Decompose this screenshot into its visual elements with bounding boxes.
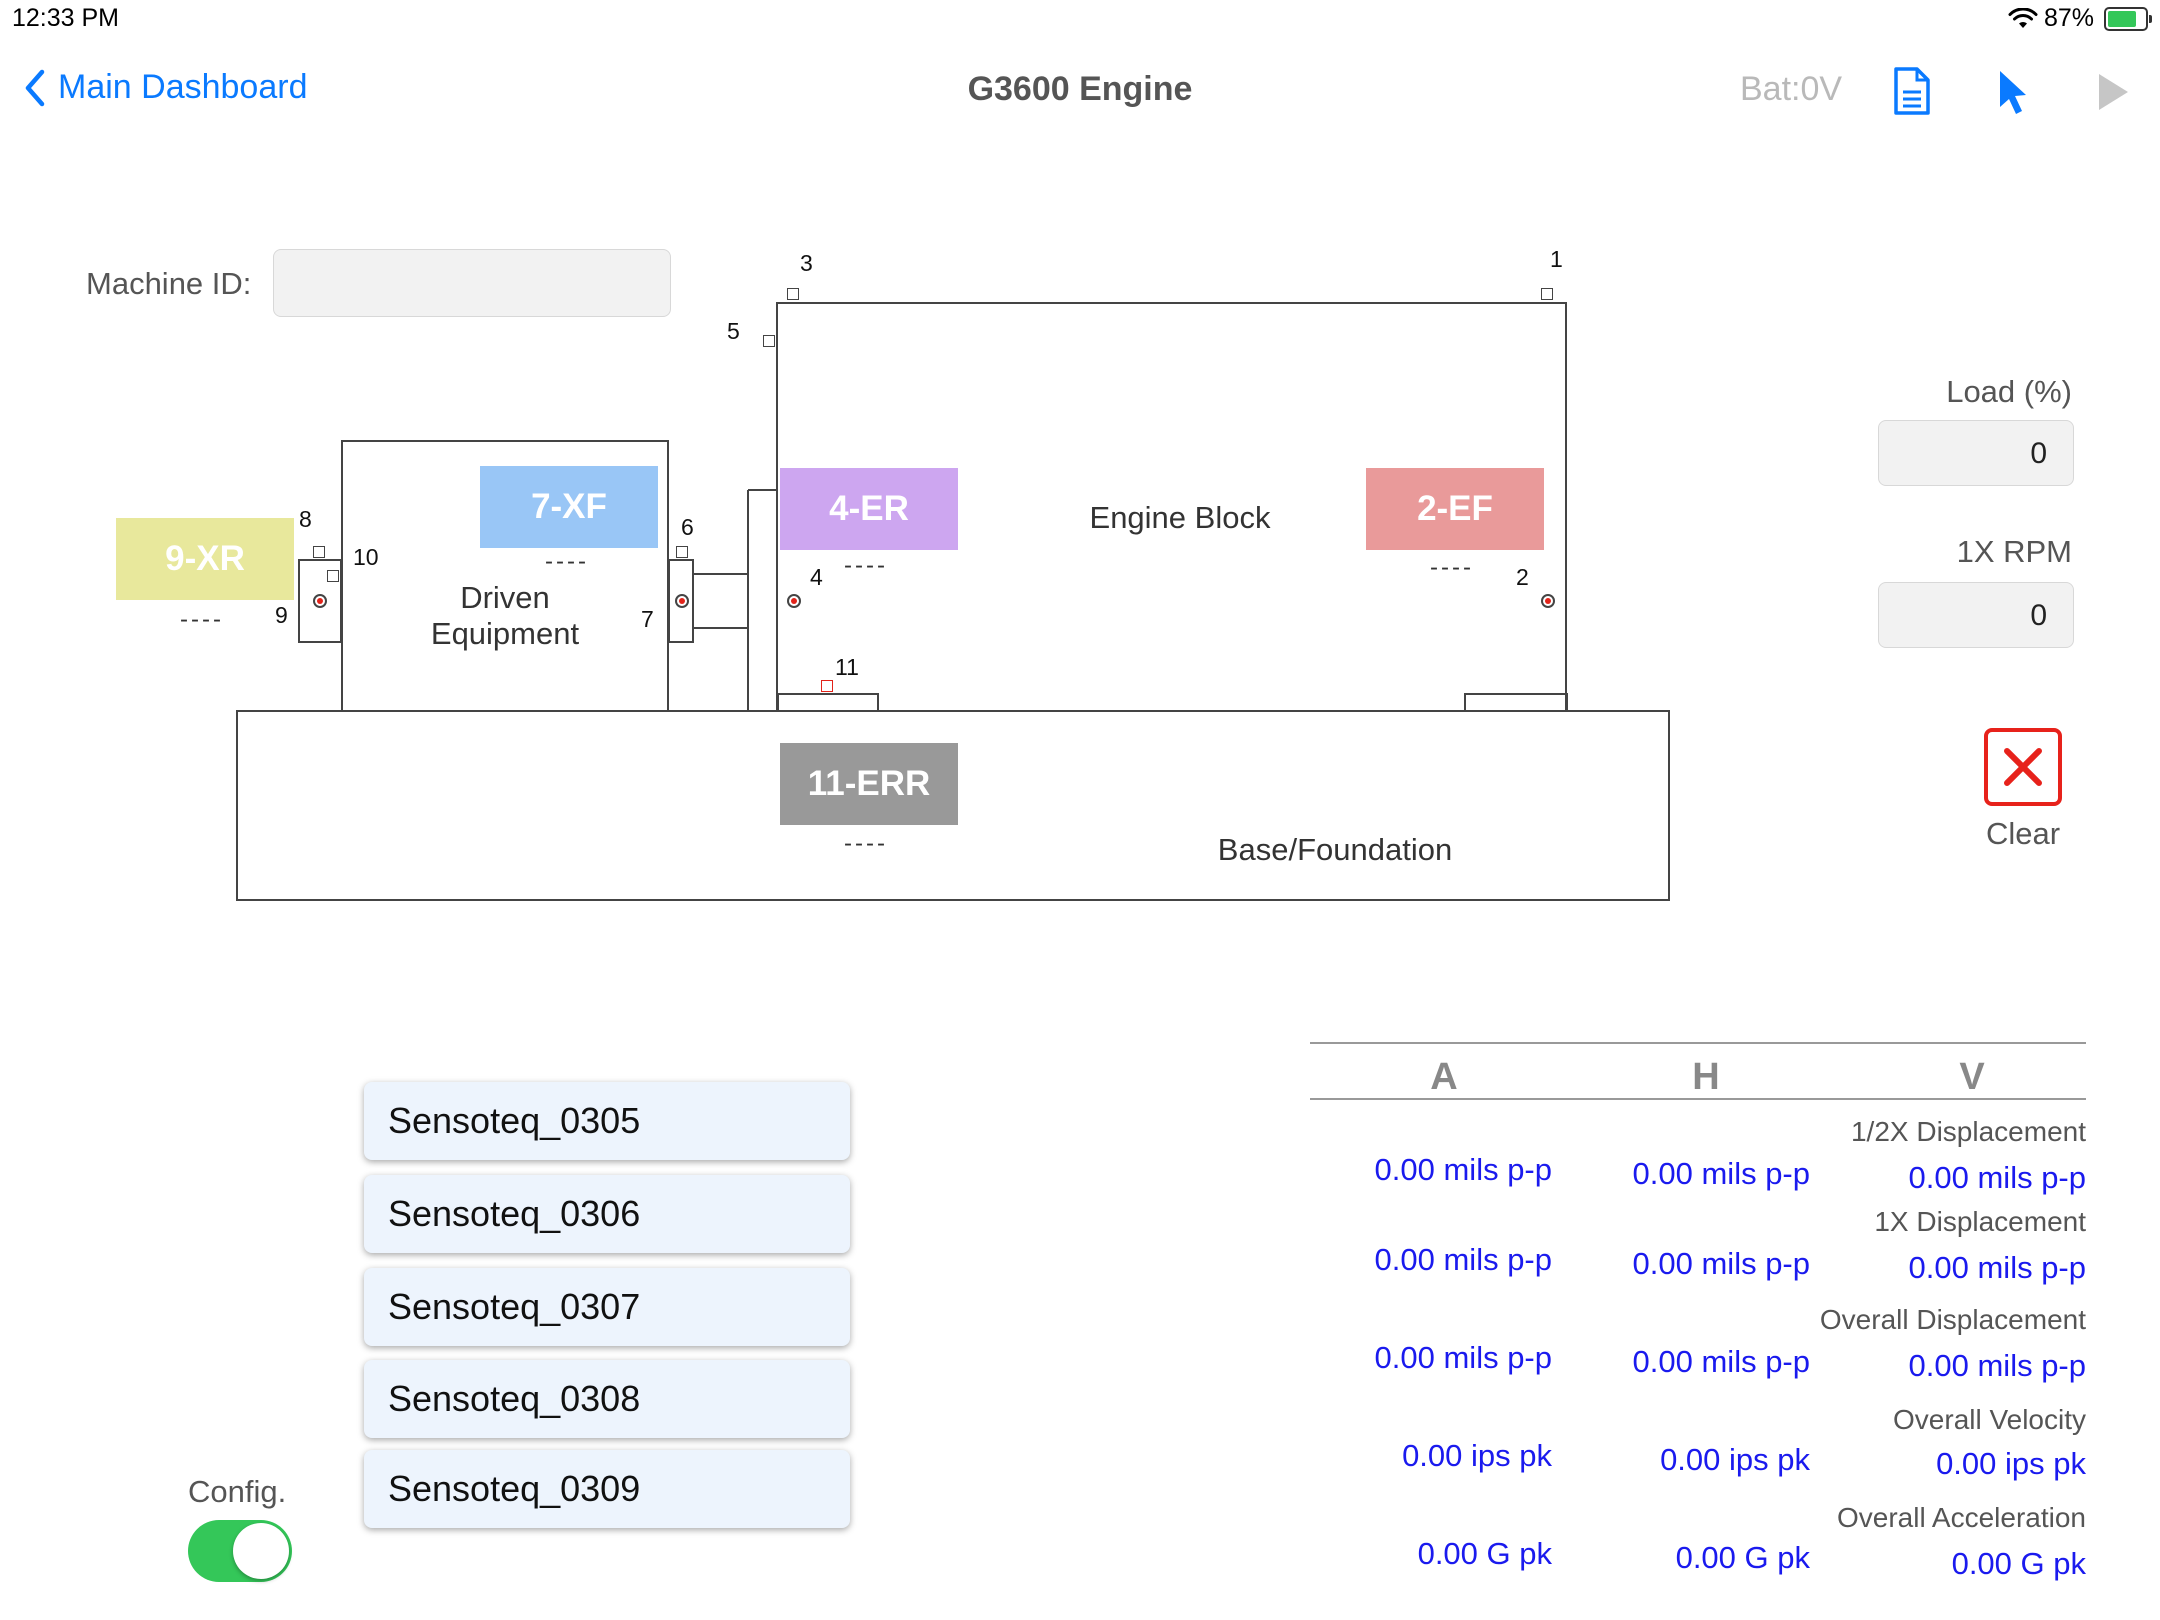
value-h: 0.00 mils p-p bbox=[1632, 1156, 1810, 1191]
battery-voltage: Bat:0V bbox=[1740, 70, 1843, 108]
sensor-button[interactable]: Sensoteq_0306 bbox=[364, 1175, 850, 1253]
status-indicators: 87% bbox=[2008, 4, 2152, 33]
column-header-v: V bbox=[1959, 1056, 1985, 1098]
position-number-9: 9 bbox=[275, 602, 288, 628]
value-a: 0.00 G pk bbox=[1417, 1536, 1552, 1571]
battery-fill bbox=[2108, 10, 2136, 27]
position-number-11: 11 bbox=[835, 654, 859, 680]
value-a: 0.00 mils p-p bbox=[1374, 1242, 1552, 1277]
mount-square-1 bbox=[1541, 288, 1553, 300]
row-title-overall-velocity: Overall Velocity bbox=[1893, 1404, 2086, 1435]
position-number-7: 7 bbox=[641, 606, 654, 632]
engine-block-label: Engine Block bbox=[1089, 500, 1271, 535]
back-button-label: Main Dashboard bbox=[58, 68, 308, 106]
sensor-dot-4[interactable] bbox=[787, 594, 801, 608]
position-number-10: 10 bbox=[353, 544, 379, 570]
value-h: 0.00 G pk bbox=[1675, 1540, 1810, 1575]
rpm-label: 1X RPM bbox=[1956, 534, 2072, 569]
value-h: 0.00 ips pk bbox=[1660, 1442, 1810, 1477]
row-title-half-x-displacement: 1/2X Displacement bbox=[1850, 1116, 2086, 1147]
clear-label: Clear bbox=[1985, 816, 2061, 851]
tag-7-xf[interactable]: 7-XF bbox=[480, 466, 658, 548]
value-h: 0.00 mils p-p bbox=[1632, 1246, 1810, 1281]
mount-square-10 bbox=[327, 570, 339, 582]
position-number-5: 5 bbox=[727, 318, 740, 344]
tag-2-ef[interactable]: 2-EF bbox=[1366, 468, 1544, 550]
battery-nub bbox=[2149, 14, 2152, 23]
tag-11-err[interactable]: 11-ERR bbox=[780, 743, 958, 825]
column-header-h: H bbox=[1692, 1056, 1720, 1098]
tag-9-xr[interactable]: 9-XR bbox=[116, 518, 294, 600]
mount-square-11 bbox=[821, 680, 833, 692]
config-label: Config. bbox=[188, 1474, 287, 1509]
mount-square-3 bbox=[787, 288, 799, 300]
value-v: 0.00 mils p-p bbox=[1908, 1160, 2086, 1195]
column-header-a: A bbox=[1430, 1056, 1458, 1098]
sensor-dot-2[interactable] bbox=[1541, 594, 1555, 608]
table-top-divider bbox=[1310, 1042, 2086, 1044]
value-v: 0.00 G pk bbox=[1951, 1546, 2086, 1581]
position-number-6: 6 bbox=[681, 514, 694, 540]
load-label: Load (%) bbox=[1946, 374, 2072, 409]
wifi-icon bbox=[2008, 7, 2038, 28]
sensor-button[interactable]: Sensoteq_0305 bbox=[364, 1082, 850, 1160]
report-button[interactable] bbox=[1892, 66, 1932, 121]
chevron-left-icon bbox=[25, 69, 45, 106]
battery-percent: 87% bbox=[2043, 4, 2094, 32]
sensor-button[interactable]: Sensoteq_0307 bbox=[364, 1268, 850, 1346]
select-button[interactable] bbox=[1996, 68, 2030, 121]
table-header-divider bbox=[1310, 1098, 2086, 1100]
position-number-3: 3 bbox=[800, 250, 813, 276]
base-foundation bbox=[236, 710, 1670, 901]
back-button[interactable]: Main Dashboard bbox=[24, 68, 307, 107]
status-time: 12:33 PM bbox=[12, 4, 120, 32]
base-foundation-label: Base/Foundation bbox=[1217, 832, 1453, 867]
config-toggle[interactable] bbox=[188, 1520, 292, 1582]
row-title-overall-acceleration: Overall Acceleration bbox=[1836, 1502, 2086, 1533]
play-icon bbox=[2099, 74, 2128, 110]
value-v: 0.00 mils p-p bbox=[1908, 1250, 2086, 1285]
position-number-2: 2 bbox=[1516, 564, 1529, 590]
driven-equipment-label-line2: Equipment bbox=[430, 616, 580, 651]
position-number-4: 4 bbox=[810, 564, 823, 590]
tag-2-ef-reading: ---- bbox=[1430, 554, 1474, 581]
clear-button[interactable] bbox=[1984, 728, 2062, 806]
value-h: 0.00 mils p-p bbox=[1632, 1344, 1810, 1379]
battery-charging-icon bbox=[2104, 6, 2152, 31]
value-a: 0.00 mils p-p bbox=[1374, 1152, 1552, 1187]
tag-11-err-reading: ---- bbox=[844, 830, 888, 857]
machine-id-label: Machine ID: bbox=[86, 266, 252, 301]
row-title-overall-displacement: Overall Displacement bbox=[1819, 1304, 2086, 1335]
sensor-dot-7[interactable] bbox=[675, 594, 689, 608]
row-title-1x-displacement: 1X Displacement bbox=[1874, 1206, 2086, 1237]
tag-4-er-reading: ---- bbox=[844, 552, 888, 579]
close-icon bbox=[2004, 748, 2042, 786]
value-a: 0.00 ips pk bbox=[1402, 1438, 1552, 1473]
mount-square-6 bbox=[676, 546, 688, 558]
cursor-icon bbox=[2000, 71, 2026, 114]
mount-square-5 bbox=[763, 335, 775, 347]
sensor-dot-9[interactable] bbox=[313, 594, 327, 608]
position-number-1: 1 bbox=[1550, 246, 1563, 272]
play-button[interactable] bbox=[2096, 72, 2130, 117]
driven-equipment-label-line1: Driven bbox=[460, 580, 550, 615]
sensor-button[interactable]: Sensoteq_0309 bbox=[364, 1450, 850, 1528]
value-v: 0.00 ips pk bbox=[1936, 1446, 2086, 1481]
sensor-button[interactable]: Sensoteq_0308 bbox=[364, 1360, 850, 1438]
position-number-8: 8 bbox=[299, 506, 312, 532]
machine-id-input[interactable] bbox=[273, 249, 671, 317]
tag-4-er[interactable]: 4-ER bbox=[780, 468, 958, 550]
rpm-input[interactable]: 0 bbox=[1878, 582, 2074, 648]
value-v: 0.00 mils p-p bbox=[1908, 1348, 2086, 1383]
toggle-knob bbox=[233, 1523, 289, 1579]
load-input[interactable]: 0 bbox=[1878, 420, 2074, 486]
document-icon bbox=[1894, 67, 1930, 115]
driven-equipment-label: Driven Equipment bbox=[405, 580, 605, 652]
value-a: 0.00 mils p-p bbox=[1374, 1340, 1552, 1375]
tag-7-xf-reading: ---- bbox=[545, 548, 589, 575]
tag-9-xr-reading: ---- bbox=[180, 606, 224, 633]
mount-square-8 bbox=[313, 546, 325, 558]
